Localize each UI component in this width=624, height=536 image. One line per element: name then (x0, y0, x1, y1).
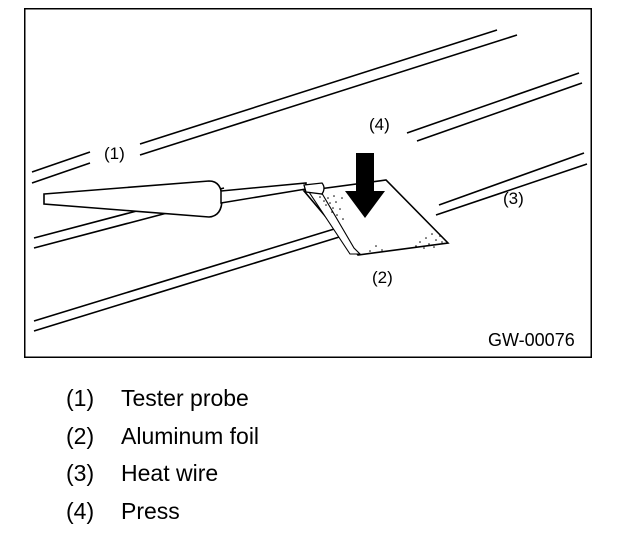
legend-label: Press (121, 497, 180, 524)
figure-id: GW-00076 (488, 330, 575, 350)
legend-label: Heat wire (121, 460, 219, 486)
diagram-frame (24, 8, 592, 358)
diagram-figure: (1) (4) (3) (2) GW-00076 (24, 8, 592, 358)
legend-number: (2) (66, 422, 95, 449)
tester-probe (43, 180, 325, 218)
legend: (1) Tester probe (2) Aluminum foil (3) H… (66, 380, 566, 530)
callout-1: (1) (104, 144, 125, 163)
legend-item: (3) Heat wire (66, 455, 566, 493)
callout-2: (2) (372, 268, 393, 287)
legend-label: Tester probe (121, 385, 249, 411)
legend-number: (1) (66, 385, 95, 411)
legend-number: (3) (66, 460, 95, 486)
diagram-svg: (1) (4) (3) (2) GW-00076 (24, 8, 592, 358)
legend-number: (4) (66, 497, 95, 524)
heat-wire-upper (31, 29, 518, 184)
press-arrow (345, 153, 385, 218)
legend-item: (1) Tester probe (66, 380, 566, 418)
callout-3: (3) (503, 189, 524, 208)
foil-shading (319, 193, 443, 252)
legend-item: (2) Aluminum foil (66, 418, 566, 456)
legend-item: (4) Press (66, 493, 566, 531)
legend-label: Aluminum foil (121, 422, 260, 449)
heat-wire-lower (33, 152, 588, 332)
callout-4: (4) (369, 115, 390, 134)
